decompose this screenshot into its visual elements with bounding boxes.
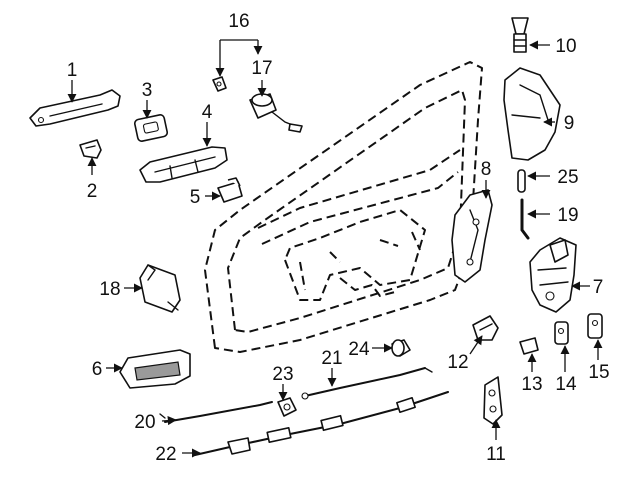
callout-17: 17 bbox=[251, 58, 272, 79]
callout-6: 6 bbox=[92, 359, 103, 380]
handle-bracket bbox=[139, 146, 228, 183]
callout-18: 18 bbox=[99, 279, 120, 300]
lock-knob bbox=[511, 17, 529, 53]
door-check-stop bbox=[472, 315, 499, 341]
callout-11: 11 bbox=[486, 444, 506, 465]
callout-24: 24 bbox=[348, 339, 370, 360]
door-frame-outline bbox=[204, 61, 483, 353]
lock-cylinder bbox=[249, 93, 303, 133]
guide-pin bbox=[517, 169, 526, 193]
inside-handle-rod bbox=[301, 367, 433, 400]
callout-15: 15 bbox=[588, 362, 609, 383]
callout-8: 8 bbox=[481, 159, 492, 180]
outside-door-handle bbox=[29, 89, 121, 127]
door-grommet bbox=[391, 339, 411, 357]
lower-lock-rod bbox=[159, 401, 273, 423]
callout-23: 23 bbox=[272, 364, 293, 385]
inside-door-handle bbox=[119, 349, 191, 389]
rod-clip bbox=[217, 177, 243, 203]
callout-labels: 1 2 3 4 5 6 7 8 9 10 11 12 13 14 15 16 1… bbox=[67, 11, 610, 465]
callout-19: 19 bbox=[557, 205, 578, 226]
callout-3: 3 bbox=[142, 80, 153, 101]
callout-9: 9 bbox=[564, 113, 575, 134]
callout-16: 16 bbox=[228, 11, 249, 32]
release-cable bbox=[194, 391, 449, 456]
latch-plate-large bbox=[587, 313, 603, 339]
callout-13: 13 bbox=[521, 374, 542, 395]
rod-retainer-clip bbox=[277, 397, 297, 417]
callout-2: 2 bbox=[87, 181, 98, 202]
lock-cover bbox=[503, 67, 561, 161]
handle-clip bbox=[79, 139, 102, 159]
callout-12: 12 bbox=[447, 352, 468, 373]
lock-rod bbox=[520, 198, 530, 240]
latch-plate-small bbox=[554, 321, 569, 345]
callout-25: 25 bbox=[557, 167, 578, 188]
callout-1: 1 bbox=[67, 60, 78, 81]
lock-control-module bbox=[139, 264, 181, 313]
leader-lines bbox=[67, 39, 603, 458]
lock-bracket bbox=[451, 189, 493, 283]
callout-10: 10 bbox=[555, 36, 576, 57]
cylinder-retainer-clip bbox=[212, 76, 227, 92]
callout-20: 20 bbox=[134, 412, 155, 433]
callout-5: 5 bbox=[190, 187, 201, 208]
door-striker bbox=[483, 376, 503, 425]
door-latch-assembly bbox=[529, 237, 577, 313]
callout-21: 21 bbox=[321, 348, 342, 369]
latch-bumper bbox=[519, 337, 539, 355]
callout-14: 14 bbox=[555, 374, 577, 395]
callout-22: 22 bbox=[155, 444, 176, 465]
callout-7: 7 bbox=[593, 277, 604, 298]
handle-gasket bbox=[133, 114, 169, 142]
callout-4: 4 bbox=[202, 102, 213, 123]
